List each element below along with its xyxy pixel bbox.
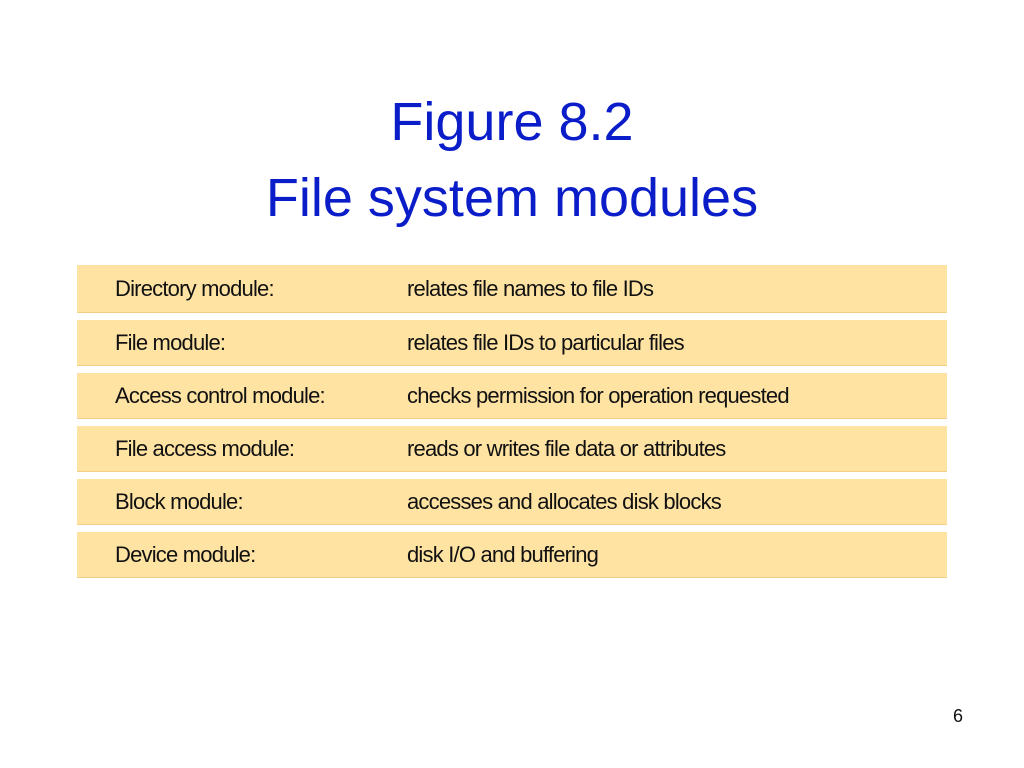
table-row-file-access-module: File access module: reads or writes file… bbox=[77, 426, 947, 472]
title-caption: File system modules bbox=[265, 168, 759, 228]
page-number: 6 bbox=[952, 706, 963, 726]
module-description: disk I/O and buffering bbox=[407, 541, 599, 567]
title-figure-number: Figure 8.2 bbox=[390, 92, 634, 152]
module-name: Block module: bbox=[115, 488, 244, 514]
module-description: checks permission for operation requeste… bbox=[407, 382, 790, 408]
table-row-device-module: Device module: disk I/O and buffering bbox=[77, 532, 947, 578]
module-description: reads or writes file data or attributes bbox=[407, 435, 726, 461]
module-description: accesses and allocates disk blocks bbox=[407, 488, 722, 514]
slide-title: Figure 8.2 File system modules bbox=[0, 84, 1024, 236]
module-name: Access control module: bbox=[115, 382, 326, 408]
module-description: relates file names to file IDs bbox=[407, 275, 654, 301]
table-row-access-control-module: Access control module: checks permission… bbox=[77, 373, 947, 419]
table-row-directory-module: Directory module: relates file names to … bbox=[77, 265, 947, 313]
module-description: relates file IDs to particular files bbox=[407, 329, 685, 355]
module-name: File module: bbox=[115, 329, 226, 355]
module-name: Directory module: bbox=[115, 275, 275, 301]
module-name: Device module: bbox=[115, 541, 256, 567]
module-name: File access module: bbox=[115, 435, 295, 461]
module-table: Directory module: relates file names to … bbox=[77, 265, 947, 585]
table-row-block-module: Block module: accesses and allocates dis… bbox=[77, 479, 947, 525]
table-row-file-module: File module: relates file IDs to particu… bbox=[77, 320, 947, 366]
